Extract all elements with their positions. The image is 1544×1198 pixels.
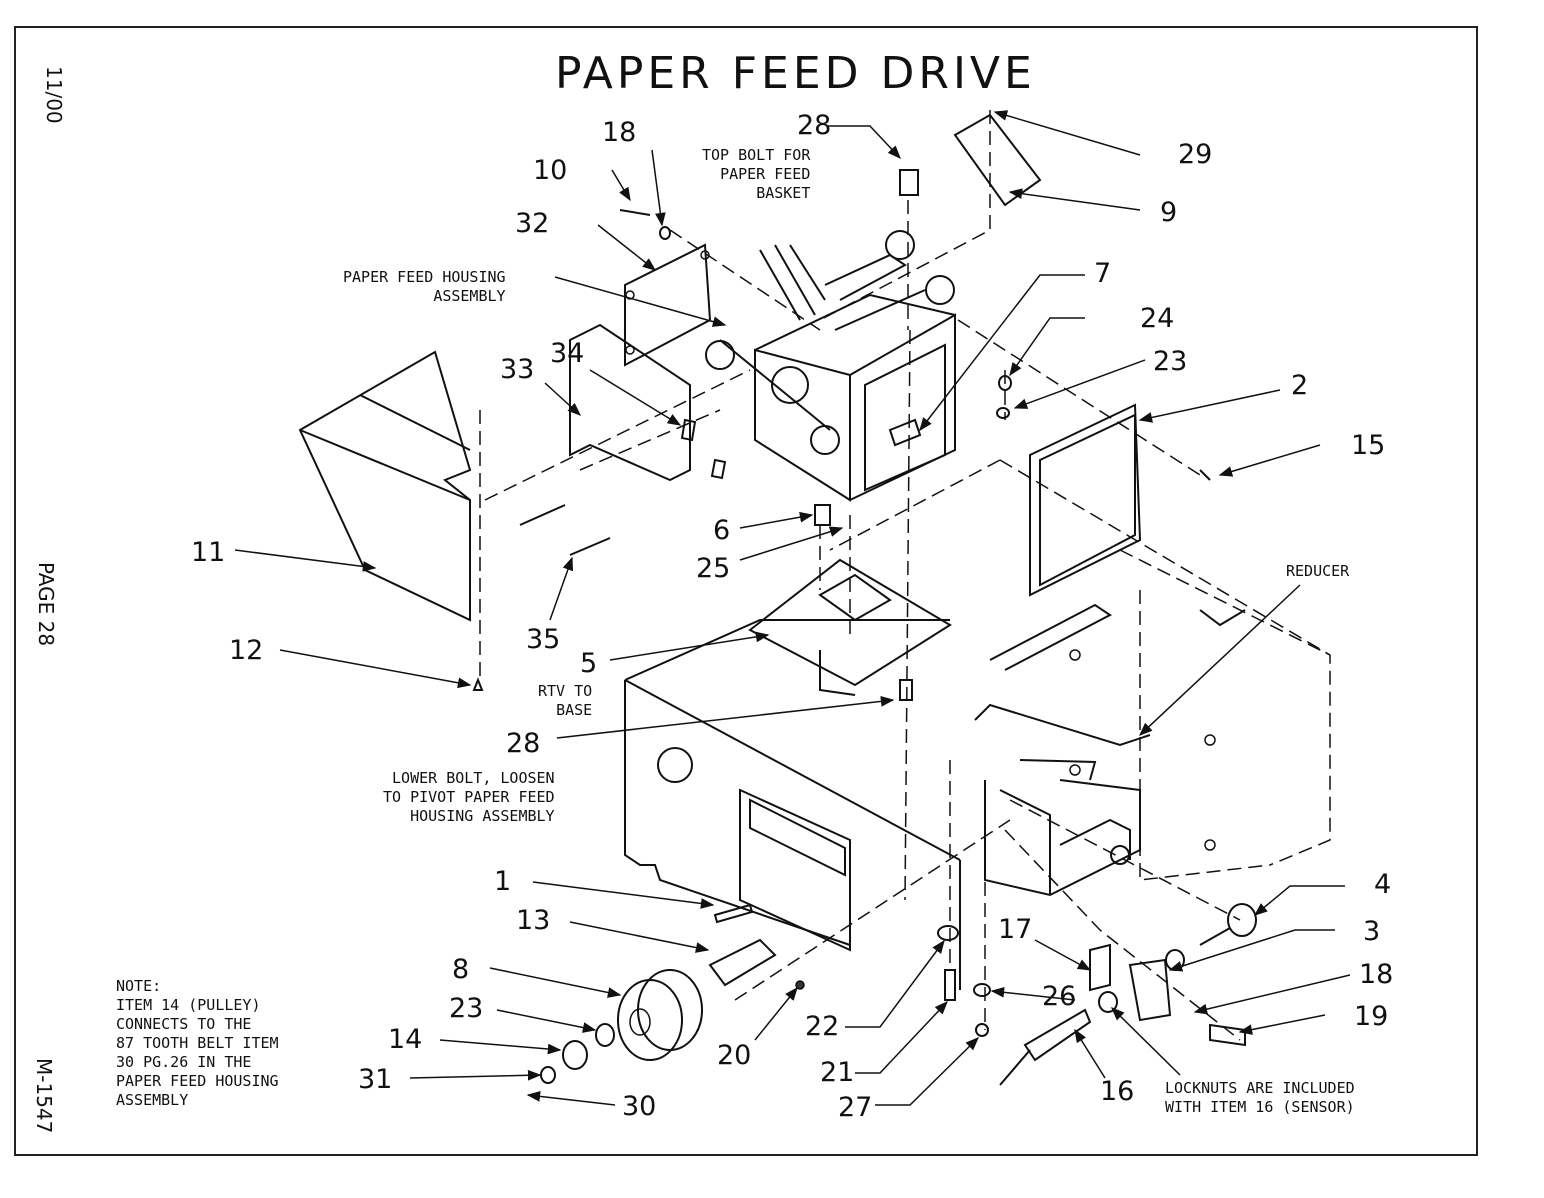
item-11-cover: [298, 350, 472, 622]
callout-22: 22: [805, 1011, 840, 1042]
callout-26: 26: [1042, 981, 1077, 1012]
housing-label: PAPER FEED HOUSING ASSEMBLY: [343, 268, 506, 305]
callout-32: 32: [515, 208, 550, 239]
item-22-washer: [937, 925, 959, 941]
callout-16: 16: [1100, 1076, 1135, 1107]
pulley-note: NOTE: ITEM 14 (PULLEY) CONNECTS TO THE 8…: [116, 977, 279, 1109]
item-1-key: [713, 903, 754, 924]
callout-24: 24: [1140, 303, 1175, 334]
base-frame: [624, 459, 1331, 990]
callout-10: 10: [533, 155, 568, 186]
item-21-stud: [944, 969, 956, 1001]
callout-25: 25: [696, 553, 731, 584]
item-6-spacer: [814, 504, 831, 526]
callout-11: 11: [191, 537, 226, 568]
callout-14: 14: [388, 1024, 423, 1055]
callout-23-top: 23: [1153, 346, 1188, 377]
base-window: [739, 788, 851, 952]
item-28-bolt-lower: [899, 679, 913, 701]
callout-6: 6: [713, 515, 731, 546]
callout-30: 30: [622, 1091, 657, 1122]
item-33-bracket: [569, 323, 691, 482]
top-bolt-label: TOP BOLT FOR PAPER FEED BASKET: [702, 146, 811, 202]
item-16-sensor: [1023, 1008, 1092, 1062]
callout-23-lower: 23: [449, 993, 484, 1024]
callout-18-top: 18: [602, 117, 637, 148]
callout-29: 29: [1178, 139, 1213, 170]
callout-8: 8: [452, 954, 470, 985]
item-28-bolt-top: [899, 169, 919, 196]
item-32-plate: [624, 243, 712, 367]
callout-21: 21: [820, 1057, 855, 1088]
callout-7: 7: [1094, 258, 1112, 289]
item-17-plate: [1089, 943, 1111, 992]
paper-feed-housing: [705, 230, 956, 502]
callout-19: 19: [1354, 1001, 1389, 1032]
item-7-part: [888, 418, 922, 447]
callout-13: 13: [516, 905, 551, 936]
callout-17: 17: [998, 914, 1033, 945]
sensor-hardware: [999, 903, 1257, 1086]
callout-15: 15: [1351, 430, 1386, 461]
callout-leaders: [234, 110, 1351, 1106]
callout-9: 9: [1160, 197, 1178, 228]
callout-3: 3: [1363, 916, 1381, 947]
item-19-screw: [1209, 1023, 1246, 1047]
drawing-frame: [14, 26, 1478, 1156]
item-13-hub: [708, 938, 777, 987]
callout-35: 35: [526, 624, 561, 655]
callout-20: 20: [717, 1040, 752, 1071]
pulley-assembly: [540, 903, 777, 1084]
drawing-title: PAPER FEED DRIVE: [555, 48, 1036, 99]
lower-bolt-label: LOWER BOLT, LOOSEN TO PIVOT PAPER FEED H…: [383, 769, 555, 825]
callout-5: 5: [580, 648, 598, 679]
callout-4: 4: [1374, 869, 1392, 900]
base-hole-icon: [657, 747, 693, 783]
callout-12: 12: [229, 635, 264, 666]
callout-1: 1: [494, 866, 512, 897]
reducer-label: REDUCER: [1286, 562, 1350, 580]
item-2-plate: [1029, 403, 1142, 597]
item-10-screw: [619, 209, 651, 216]
item-4-eye: [1227, 903, 1257, 937]
item-9-bracket: [953, 113, 1042, 207]
callout-33: 33: [500, 354, 535, 385]
callout-27: 27: [838, 1092, 873, 1123]
callout-31: 31: [358, 1064, 393, 1095]
callout-28-lower: 28: [506, 728, 541, 759]
rtv-label: RTV TO BASE: [538, 682, 593, 719]
callout-2: 2: [1291, 370, 1309, 401]
item-3-bracket: [1128, 958, 1172, 1022]
locknuts-label: LOCKNUTS ARE INCLUDED WITH ITEM 16 (SENS…: [1165, 1079, 1355, 1116]
callout-28-top: 28: [797, 110, 832, 141]
callout-34: 34: [550, 338, 585, 369]
callout-18-lower: 18: [1359, 959, 1394, 990]
